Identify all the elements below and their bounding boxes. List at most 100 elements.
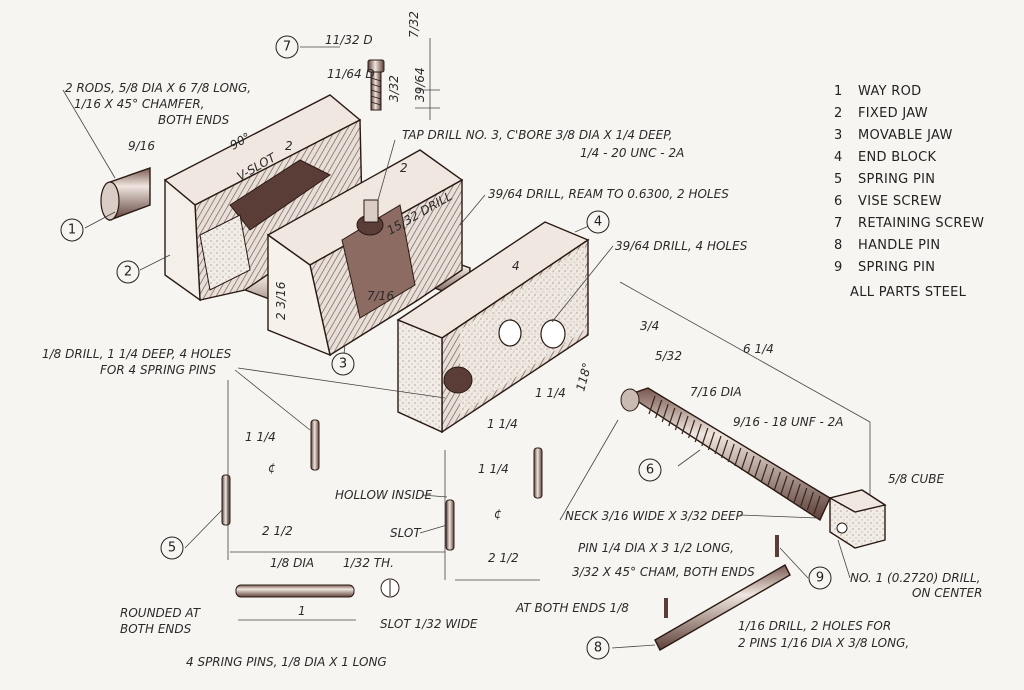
note-drill-16-line2: 2 PINS 1/16 DIA X 3/8 LONG, (738, 636, 909, 650)
balloon-3: 3 (331, 352, 355, 376)
dim-9-16: 9/16 (128, 139, 155, 153)
balloon-8: 8 (586, 636, 610, 660)
note-at-both-ends: AT BOTH ENDS 1/8 (515, 601, 629, 615)
dim-1-1-4-b: 1 1/4 (478, 462, 509, 476)
dim-4: 4 (512, 259, 520, 273)
thread-mark (773, 471, 781, 491)
thread-mark (721, 439, 729, 459)
parts-list-name: VISE SCREW (858, 194, 942, 209)
parts-list-number: 6 (834, 194, 843, 209)
dim-3-32: 3/32 (387, 75, 401, 102)
svg-text:6: 6 (646, 463, 654, 478)
dim-5-32: 5/32 (655, 349, 682, 363)
note-dia-1-8: 1/8 DIA (270, 556, 314, 570)
balloon-5: 5 (160, 536, 184, 560)
note-rods-line2: 1/16 X 45° CHAMFER, (74, 97, 204, 111)
thread-mark (707, 431, 715, 451)
parts-list-name: SPRING PIN (858, 260, 935, 275)
parts-list-name: RETAINING SCREW (858, 216, 984, 231)
svg-text:2: 2 (124, 265, 132, 280)
svg-text:3: 3 (339, 357, 347, 372)
dim-11-64: 11/64 D (327, 67, 375, 81)
thread-mark (668, 407, 676, 427)
parts-list-name: END BLOCK (858, 150, 936, 165)
thread-mark (688, 419, 696, 439)
note-drill-16-line1: 1/16 DRILL, 2 HOLES FOR (738, 619, 891, 633)
note-spring-pins: 4 SPRING PINS, 1/8 DIA X 1 LONG (186, 655, 387, 669)
parts-list-number: 9 (834, 260, 843, 275)
balloon-4: 4 (586, 210, 610, 234)
parts-list-number: 7 (834, 216, 843, 231)
dim-centerline-2: ¢ (494, 507, 502, 521)
thread-mark (674, 411, 682, 431)
dim-2-1-2-b: 2 1/2 (488, 551, 519, 565)
svg-text:7: 7 (283, 40, 291, 55)
dim-1-1-4-a: 1 1/4 (245, 430, 276, 444)
parts-list-number: 2 (834, 106, 843, 121)
note-tap-line1: TAP DRILL NO. 3, C'BORE 3/8 DIA X 1/4 DE… (402, 128, 673, 142)
end-block-part (396, 221, 590, 434)
dim-1-1-4-d: 1 1/4 (535, 386, 566, 400)
note-pin-line1: PIN 1/4 DIA X 3 1/2 LONG, (578, 541, 734, 555)
dim-2-movable: 2 (400, 161, 408, 175)
thread-mark (648, 395, 656, 415)
thread-mark (793, 483, 801, 503)
balloon-9: 9 (808, 566, 832, 590)
balloon-6: 6 (638, 458, 662, 482)
note-drill-ream: 39/64 DRILL, REAM TO 0.6300, 2 HOLES (488, 187, 729, 201)
dim-1: 1 (298, 604, 306, 618)
parts-list-number: 8 (834, 238, 843, 253)
thread-mark (754, 459, 762, 479)
dim-3-4: 3/4 (640, 319, 659, 333)
svg-text:9: 9 (816, 571, 824, 586)
thread-mark (780, 475, 788, 495)
thread-mark (734, 447, 742, 467)
svg-text:4: 4 (594, 215, 602, 230)
dim-6-1-4: 6 1/4 (743, 342, 774, 356)
dimension-values: 11/32 D 7/32 11/64 D 3/32 39/64 9/16 2 2… (128, 11, 774, 618)
thread-mark (655, 399, 663, 419)
dim-1-1-4-c: 1 1/4 (487, 417, 518, 431)
parts-list-name: WAY ROD (858, 84, 921, 99)
note-no1-line1: NO. 1 (0.2720) DRILL, (850, 571, 980, 585)
note-drill-4: 39/64 DRILL, 4 HOLES (615, 239, 748, 253)
thread-mark (727, 443, 735, 463)
thread-mark (760, 463, 768, 483)
spring-pins-part (221, 419, 543, 598)
note-neck: NECK 3/16 WIDE X 3/32 DEEP (565, 509, 744, 523)
thread-mark (681, 415, 689, 435)
note-tap-line2: 1/4 - 20 UNC - 2A (580, 146, 684, 160)
parts-list-number: 5 (834, 172, 843, 187)
note-th-1-32: 1/32 TH. (343, 556, 394, 570)
material-note: ALL PARTS STEEL (850, 285, 967, 300)
note-rounded-line1: ROUNDED AT (120, 606, 202, 620)
note-hollow: HOLLOW INSIDE (335, 488, 433, 502)
note-rounded-line2: BOTH ENDS (120, 622, 192, 636)
balloon-1: 1 (60, 218, 84, 242)
dim-7-32: 7/32 (407, 11, 421, 38)
thread-mark (806, 491, 814, 511)
svg-text:8: 8 (594, 641, 602, 656)
svg-text:1: 1 (68, 223, 76, 238)
dim-centerline-1: ¢ (268, 461, 276, 475)
handle-pin-part (654, 535, 791, 651)
note-rods-line3: BOTH ENDS (158, 113, 230, 127)
fixed-jaw-part (163, 94, 363, 302)
dim-7-16: 7/16 (367, 289, 394, 303)
parts-list-name: MOVABLE JAW (858, 128, 953, 143)
thread-mark (787, 479, 795, 499)
annotation-notes: 2 RODS, 5/8 DIA X 6 7/8 LONG, 1/16 X 45°… (42, 81, 982, 669)
dim-2-1-2-a: 2 1/2 (262, 524, 293, 538)
vise-screw-part (620, 387, 887, 549)
thread-mark (767, 467, 775, 487)
note-cube: 5/8 CUBE (888, 472, 945, 486)
thread-mark (813, 495, 821, 515)
thread-mark (694, 423, 702, 443)
dim-2-fixed: 2 (285, 139, 293, 153)
thread-mark (747, 455, 755, 475)
parts-list-number: 1 (834, 84, 843, 99)
note-spring-holes-line2: FOR 4 SPRING PINS (100, 363, 217, 377)
thread-mark (800, 487, 808, 507)
